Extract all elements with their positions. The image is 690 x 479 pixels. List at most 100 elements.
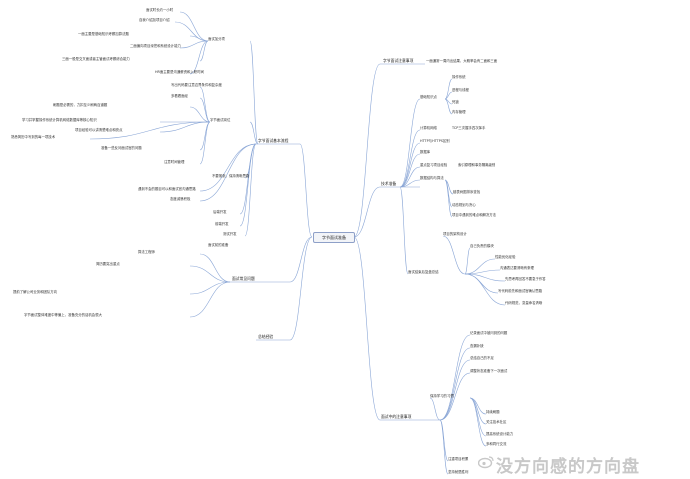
leaf-right: 持续刷题 xyxy=(486,410,500,414)
leaf-left: 面试时长约一小时 xyxy=(146,8,174,12)
leaf-right: 提高系统设计能力 xyxy=(486,432,514,436)
leaf-right: 关注技术社区 xyxy=(486,420,507,424)
connector-leaf-right xyxy=(442,235,466,275)
connector-leaf-right xyxy=(439,359,471,421)
leaf-left: 前端开发 xyxy=(215,222,229,226)
leaf-right: 项目中遇到的难点和解决方法 xyxy=(452,213,497,217)
connector-leaf-left xyxy=(199,86,211,123)
connector-leaf-right xyxy=(469,397,487,425)
connector-leaf-left xyxy=(189,106,211,123)
connector-leaf-left xyxy=(244,143,257,237)
leaf-right: 多和同行交流 xyxy=(486,442,507,446)
leaf-right: 进程与线程 xyxy=(452,88,469,92)
connector-leaf-left xyxy=(189,265,231,283)
leaf-right: 坚持就是胜利 xyxy=(448,470,469,474)
connector-root-left-2 xyxy=(289,236,313,283)
leaf-right: 查漏补缺 xyxy=(470,344,484,348)
leaf-right: 索引原理和事务隔离级别 xyxy=(458,163,496,167)
connector-sub-right xyxy=(399,186,409,275)
leaf-right: 项目的架构设计 xyxy=(443,232,467,236)
connector-root-left-1 xyxy=(299,143,313,238)
connector-root-right-1 xyxy=(353,63,381,238)
connector-leaf-left xyxy=(189,40,209,75)
branch-right-2[interactable]: 技术准备 xyxy=(381,181,397,186)
leaf-left: 三面一般是交叉面或者主管面试考察综合能力 xyxy=(62,57,130,61)
connector-leaf-left xyxy=(189,281,231,318)
leaf-left: 字节面试整体难度中等偏上，准备充分的话机会很大 xyxy=(24,313,102,317)
connector-leaf-right xyxy=(439,372,471,421)
leaf-left: 刷题是必需的，力扣至少刷两百道题 xyxy=(53,103,108,107)
connector-leaf-left xyxy=(179,40,209,49)
leaf-right: 动态规划与贪心 xyxy=(452,203,476,207)
connector-sub-right xyxy=(399,166,421,188)
leaf-right: 记录面试中被问到的问题 xyxy=(470,331,508,335)
branch-left-1[interactable]: 字节面试基本流程 xyxy=(258,138,289,143)
leaf-left: 遇到不会的题目可以和面试官沟通思路 xyxy=(138,187,196,191)
leaf-right: 计算机网络 xyxy=(420,126,437,130)
connector-sub-right xyxy=(399,153,421,188)
leaf-right: 死锁 xyxy=(452,100,459,104)
connector-leaf-right xyxy=(464,273,499,294)
branch-left-2[interactable]: 面试常见问题 xyxy=(232,276,255,281)
root-node[interactable]: 字节面试准备 xyxy=(313,232,355,243)
branch-left-1a[interactable]: 面试加分项 xyxy=(208,37,225,41)
branch-right-3[interactable]: 面试中的注意事项 xyxy=(381,414,412,419)
connector-leaf-right xyxy=(444,98,453,115)
branch-left-1b[interactable]: 字节面试岗位 xyxy=(210,118,231,122)
leaf-left: 提前了解公司业务和团队方向 xyxy=(13,290,58,294)
leaf-left: 简历要突出重点 xyxy=(96,262,120,266)
leaf-right: 操作系统 xyxy=(452,75,466,79)
leaf-right: 调整状态准备下一次面试 xyxy=(470,369,508,373)
leaf-left: 态度诚恳积极 xyxy=(170,197,191,201)
connector-leaf-left xyxy=(189,35,209,42)
leaf-left: 项目经验可以讲清楚难点和亮点 xyxy=(75,128,123,132)
connector-leaf-left xyxy=(199,143,257,202)
connector-leaf-right xyxy=(469,397,487,437)
leaf-right: 总结自己的不足 xyxy=(470,356,494,360)
leaf-left: 准备一些反问面试官的问题 xyxy=(101,146,142,150)
connector-leaf-right xyxy=(444,78,453,100)
leaf-left: 算法工程师 xyxy=(138,250,155,254)
connector-leaf-right xyxy=(429,397,441,421)
leaf-right: 注重项目积累 xyxy=(448,457,469,461)
connector-leaf-left xyxy=(179,11,209,42)
branch-right-1[interactable]: 字节面试注意事项 xyxy=(383,58,414,63)
leaf-right: 代码规范，变量命名清晰 xyxy=(505,301,543,305)
connector-leaf-left xyxy=(199,40,209,62)
leaf-left: 一面主要是基础知识考察加算法题 xyxy=(78,32,129,36)
leaf-right: 内存管理 xyxy=(452,110,466,114)
branch-right-2a[interactable]: 基础知识点 xyxy=(420,95,437,99)
connector-leaf-left xyxy=(199,253,231,283)
connector-leaf-left xyxy=(174,21,209,42)
connector-leaf-right xyxy=(444,179,453,208)
branch-right-4[interactable]: 面试结束后复盘总结 xyxy=(408,270,439,274)
connector-sub-right xyxy=(399,98,421,188)
connector-leaf-right xyxy=(444,179,453,218)
connector-leaf-left xyxy=(239,143,257,227)
leaf-right: 自己负责的模块 xyxy=(470,244,494,248)
leaf-left: 后端开发 xyxy=(213,210,227,214)
leaf-left: 测试开发 xyxy=(223,232,237,236)
leaf-left: 熟悉简历中写到的每一项技术 xyxy=(11,135,56,139)
connector-leaf-right xyxy=(439,419,449,462)
branch-left-1c[interactable]: 面试前的准备 xyxy=(208,243,229,247)
branch-left-3[interactable]: 总结经验 xyxy=(258,334,274,339)
connector-leaf-right xyxy=(439,347,471,421)
leaf-left: 自我介绍加项目介绍 xyxy=(139,18,170,22)
connector-leaf-right xyxy=(444,91,453,100)
connector-root-right-2 xyxy=(353,186,381,238)
connector-leaf-right xyxy=(464,247,471,275)
leaf-left: 不要紧张，保持清晰思路 xyxy=(212,174,250,178)
leaf-left: HR面主要是沟通薪资和入职时间 xyxy=(155,70,204,74)
leaf-right: 性能优化经验 xyxy=(495,255,516,259)
leaf-left: 多看看面经 xyxy=(171,94,188,98)
leaf-left: 二面偏向项目深挖和系统设计能力 xyxy=(130,44,181,48)
leaf-right: 数据库 xyxy=(420,150,431,154)
branch-right-2b[interactable]: 重点复习项目经验 xyxy=(420,163,448,167)
leaf-right: TCP三次握手四次挥手 xyxy=(452,126,486,130)
connector-leaf-right xyxy=(464,273,506,282)
connector-leaf-left xyxy=(189,281,231,295)
connector-root-right-3 xyxy=(353,236,381,421)
